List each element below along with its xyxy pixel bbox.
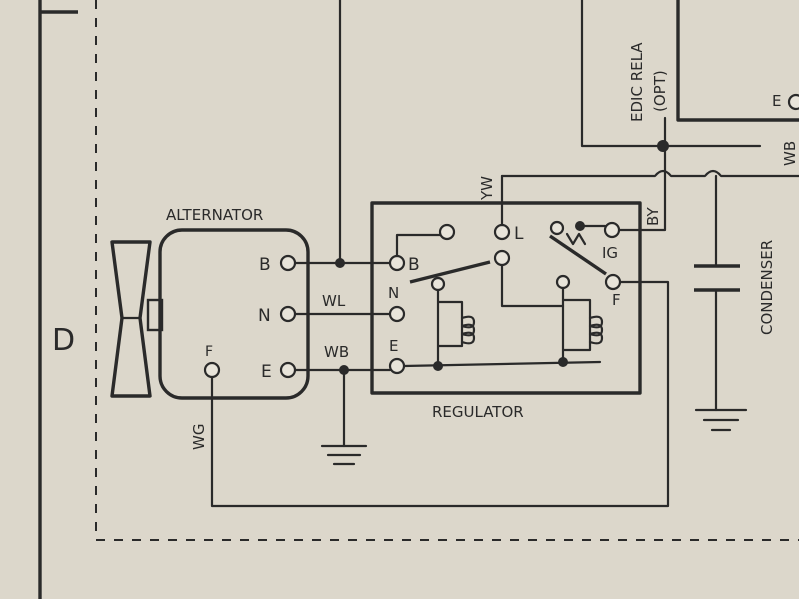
regulator-contact-l-lower	[493, 249, 511, 267]
alternator-terminal-n-label: N	[258, 306, 272, 326]
regulator-label: REGULATOR	[432, 403, 524, 421]
alternator-terminal-f	[203, 361, 221, 379]
regulator-point-left	[430, 276, 446, 292]
by-wire-label: BY	[644, 207, 662, 226]
alternator-terminal-n	[279, 305, 297, 323]
wg-wire	[210, 280, 670, 508]
regulator-contact-ig	[603, 221, 621, 239]
regulator-box	[370, 201, 642, 395]
regulator-point-right	[549, 220, 565, 236]
b-junction-dot	[335, 258, 345, 268]
regulator-terminal-f-label: F	[612, 291, 621, 309]
regulator-terminal-e	[388, 357, 406, 375]
regulator-terminal-b	[388, 254, 406, 272]
condenser-label: CONDENSER	[758, 240, 776, 335]
relay-terminal-e	[787, 93, 799, 111]
relay-label-line1: EDIC RELA	[628, 42, 646, 122]
regulator-coil-left	[460, 315, 476, 345]
wg-wire-label: WG	[190, 424, 208, 450]
ground-icon	[320, 368, 368, 466]
regulator-b-strap	[395, 233, 442, 258]
regulator-coil-frame-left	[436, 288, 464, 368]
yw-wire	[500, 169, 799, 178]
condenser-icon	[694, 174, 748, 432]
relay-box	[676, 0, 799, 122]
regulator-armature-right	[549, 234, 607, 276]
dashed-enclosure	[95, 0, 799, 541]
wb-wire-label: WB	[324, 343, 349, 361]
section-letter: D	[52, 323, 76, 358]
regulator-terminal-l	[493, 223, 511, 241]
regulator-contact-top	[438, 223, 456, 241]
regulator-terminal-e-label: E	[389, 337, 399, 355]
regulator-coil-right	[588, 315, 604, 345]
alternator-terminal-e	[279, 361, 297, 379]
alternator-terminal-b	[279, 254, 297, 272]
wl-wire-label: WL	[322, 292, 346, 310]
alternator-label: ALTERNATOR	[166, 206, 263, 224]
relay-label-line2: (OPT)	[651, 70, 669, 112]
alternator-terminal-f-label: F	[205, 344, 214, 360]
by-wire	[617, 146, 667, 232]
regulator-terminal-ig-label: IG	[602, 244, 618, 262]
yw-wire-label: YW	[478, 176, 496, 201]
alternator-terminal-e-label: E	[261, 362, 273, 382]
regulator-terminal-n	[388, 305, 406, 323]
regulator-coil-top-right	[555, 274, 571, 290]
relay-feed-wire	[580, 0, 762, 148]
relay-terminal-wb-label: WB	[781, 141, 799, 166]
regulator-terminal-f	[604, 273, 622, 291]
regulator-terminal-b-label: B	[408, 255, 421, 275]
regulator-l-link	[500, 263, 565, 308]
regulator-resistor	[565, 232, 587, 246]
regulator-armature-left	[409, 260, 491, 284]
regulator-terminal-l-label: L	[514, 224, 524, 244]
alternator-terminal-b-label: B	[259, 255, 272, 275]
relay-terminal-e-label: E	[772, 92, 781, 110]
regulator-terminal-n-label: N	[388, 284, 400, 302]
